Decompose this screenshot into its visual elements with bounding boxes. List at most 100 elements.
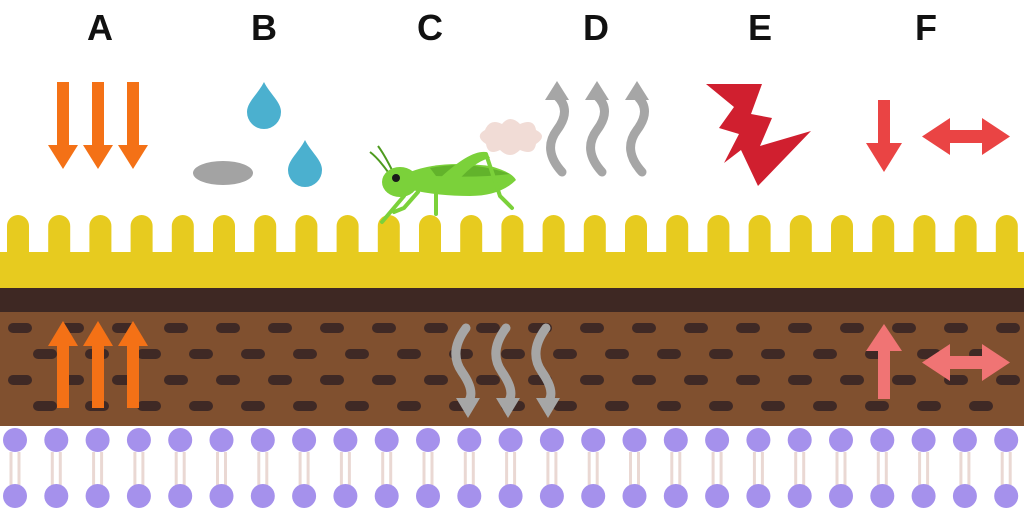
lipid-head: [250, 484, 275, 508]
heat-wave-icon: [625, 81, 649, 177]
pore: [788, 323, 812, 333]
grasshopper-icon: [369, 145, 516, 224]
lipid-head: [333, 484, 358, 508]
lipid-head: [374, 428, 399, 452]
pore: [553, 401, 577, 411]
arrow-up-icon: [866, 324, 902, 399]
pore: [372, 323, 396, 333]
column-label-f: F: [915, 7, 937, 48]
surface-bump: [89, 215, 112, 254]
surface-bump: [913, 215, 936, 254]
lipid-head: [829, 484, 853, 508]
pore: [944, 323, 968, 333]
lipid-head: [663, 428, 688, 452]
pore: [996, 323, 1020, 333]
lipid-head: [539, 428, 564, 452]
surface-bumps: [7, 214, 1018, 254]
pore: [892, 323, 916, 333]
surface-bump: [707, 215, 730, 254]
lipid-head: [994, 428, 1019, 452]
lipid-head: [416, 484, 440, 508]
pore: [189, 401, 213, 411]
pore: [657, 401, 681, 411]
surface-bump: [7, 215, 29, 254]
arrow-down-icon: [83, 82, 113, 169]
lipid-head: [333, 428, 358, 452]
heat-wave-icon: [451, 323, 480, 418]
pore: [605, 401, 629, 411]
pore: [892, 375, 916, 385]
pore: [788, 375, 812, 385]
surface-bump: [748, 215, 771, 254]
lipid-head: [292, 484, 317, 508]
surface-bump: [130, 215, 153, 254]
lipid-head: [622, 484, 647, 508]
pore: [917, 401, 941, 411]
column-label-d: D: [583, 7, 609, 48]
lipid-head: [787, 428, 812, 452]
lipid-head: [498, 428, 523, 452]
pore: [684, 375, 708, 385]
pore: [632, 375, 656, 385]
lipid-head: [994, 484, 1019, 508]
pore: [580, 375, 604, 385]
pore: [164, 323, 188, 333]
pore: [372, 375, 396, 385]
pore: [241, 349, 265, 359]
pore: [345, 401, 369, 411]
layer-stack: [0, 214, 1024, 508]
surface-bump: [48, 215, 71, 254]
arrow-up-icon: [48, 321, 78, 408]
surface-bump: [831, 215, 853, 254]
pore: [996, 375, 1020, 385]
surface-bump: [213, 215, 235, 254]
arrow-down-icon: [48, 82, 78, 169]
heat-wave-icon: [491, 323, 520, 418]
pore: [553, 349, 577, 359]
pore: [8, 375, 32, 385]
pore: [137, 349, 161, 359]
lipid-head: [705, 484, 730, 508]
pore: [320, 375, 344, 385]
pore: [605, 349, 629, 359]
pore: [684, 323, 708, 333]
column-labels: A B C D E F: [87, 7, 937, 48]
surface-bump: [419, 215, 441, 254]
pore: [657, 349, 681, 359]
lipid-head: [829, 428, 853, 452]
pore: [709, 349, 733, 359]
factor-b-icons: [193, 82, 322, 187]
pore: [424, 323, 448, 333]
pore: [345, 349, 369, 359]
pore: [33, 349, 57, 359]
column-label-a: A: [87, 7, 113, 48]
lipid-head: [374, 484, 399, 508]
water-drop-icon: [247, 82, 281, 129]
pore: [501, 349, 525, 359]
lipid-head: [3, 484, 27, 508]
factor-e-icons: [706, 84, 811, 186]
water-drop-icon: [288, 140, 322, 187]
lightning-bolt-icon: [706, 84, 811, 186]
pore: [241, 401, 265, 411]
pore: [632, 323, 656, 333]
column-label-e: E: [748, 7, 772, 48]
pore: [840, 323, 864, 333]
lipid-head: [870, 428, 895, 452]
surface-bump: [995, 215, 1018, 254]
heat-wave-icon: [531, 323, 560, 418]
arrow-down-icon: [866, 100, 902, 172]
lipid-head: [746, 428, 771, 452]
pore: [709, 401, 733, 411]
surface-bump: [954, 215, 977, 254]
lipid-head: [209, 484, 234, 508]
surface-bump: [336, 215, 359, 254]
lipid-head: [44, 484, 69, 508]
pore: [761, 401, 785, 411]
lipid-head: [126, 428, 151, 452]
lipid-head: [952, 428, 977, 452]
surface-bump: [583, 215, 606, 254]
cloud-icon: [479, 119, 542, 155]
lipid-head: [168, 428, 193, 452]
